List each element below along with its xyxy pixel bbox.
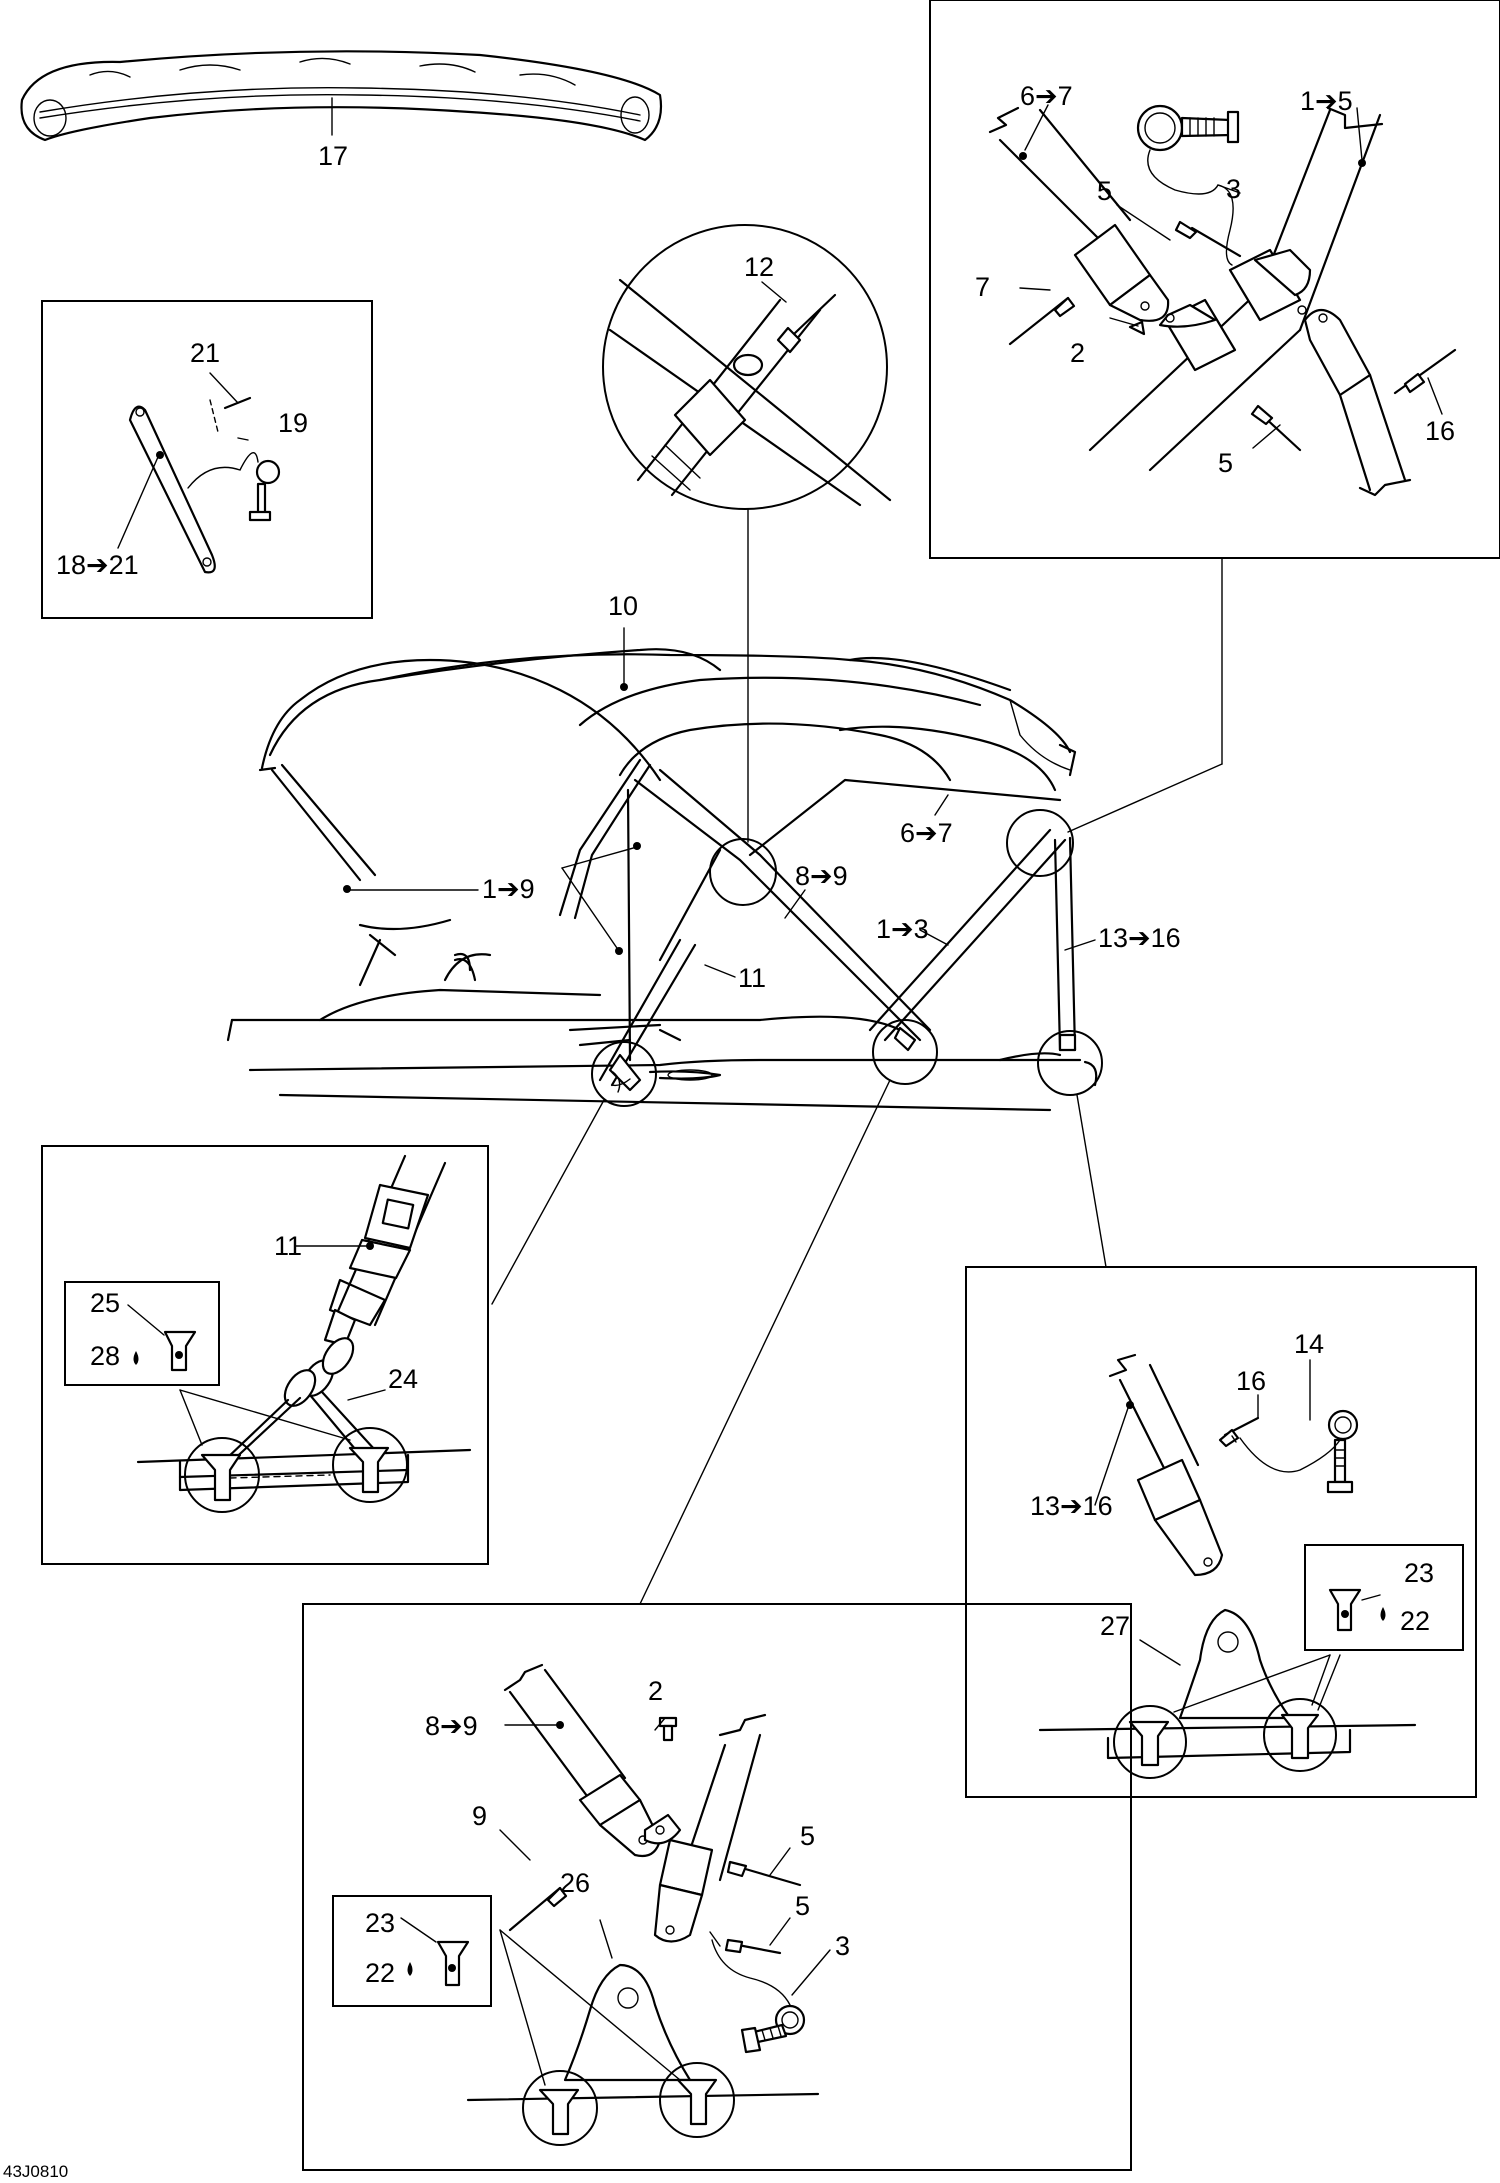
- callout-13-16-main: 13➔16: [1098, 923, 1181, 953]
- inset-box-25-28: [64, 1281, 220, 1386]
- callout-11-main: 11: [738, 963, 766, 993]
- magnifier-circle-base-left: [591, 1041, 657, 1107]
- inset-box-23-22: [1304, 1544, 1464, 1651]
- inset-box-23-22-b: [332, 1895, 492, 2007]
- callout-5-a: 5: [1097, 176, 1112, 206]
- detail-box-18-21: [41, 300, 373, 619]
- drawing-code: 43J0810: [3, 2162, 68, 2181]
- front-leg-detail: [466, 1663, 820, 2146]
- screw-23-part: [1328, 1588, 1386, 1632]
- callout-16-a: 16: [1425, 416, 1455, 446]
- callout-3-a: 3: [1226, 174, 1241, 204]
- callout-5-c: 5: [800, 1821, 815, 1851]
- callout-13-16-detail: 13➔16: [1030, 1491, 1113, 1521]
- magnifier-circle-base-middle: [872, 1019, 938, 1085]
- callout-3-b: 3: [835, 1931, 850, 1961]
- callout-10: 10: [608, 591, 638, 621]
- magnifier-circle-upper-left: [709, 838, 777, 906]
- bimini-top-assembly: [226, 648, 1098, 1112]
- detail-box-lower-right: [965, 1266, 1477, 1798]
- callout-6-7-main: 6➔7: [900, 818, 953, 848]
- callout-17: 17: [318, 141, 348, 171]
- callout-11-detail: 11: [274, 1231, 302, 1261]
- callout-6-7-detail: 6➔7: [1020, 81, 1073, 111]
- magnifier-circle-base-right: [1037, 1030, 1103, 1096]
- callout-22-a: 22: [1400, 1606, 1430, 1636]
- callout-14: 14: [1294, 1329, 1324, 1359]
- callout-23-b: 23: [365, 1908, 395, 1938]
- callout-23-a: 23: [1404, 1558, 1434, 1588]
- strap-anchor-detail: [136, 1154, 472, 1513]
- magnified-tube-joint: [608, 278, 892, 507]
- upper-joint-pins: [1008, 104, 1457, 452]
- callout-1-5: 1➔5: [1300, 86, 1353, 116]
- detail-box-lower-left: [41, 1145, 489, 1565]
- callout-7: 7: [975, 272, 990, 302]
- callout-1-9: 1➔9: [482, 874, 535, 904]
- callout-19: 19: [278, 408, 308, 438]
- magnifier-circle-upper-right: [1006, 809, 1074, 877]
- upper-joint-tubes: [988, 106, 1412, 497]
- callout-12: 12: [744, 252, 774, 282]
- callout-25: 25: [90, 1288, 120, 1318]
- callout-27: 27: [1100, 1611, 1130, 1641]
- support-strap-part: [128, 405, 216, 574]
- screw-25-part: [133, 1330, 197, 1372]
- callout-21: 21: [190, 338, 220, 368]
- callout-2-b: 2: [648, 1676, 663, 1706]
- callout-24: 24: [388, 1364, 418, 1394]
- callout-1-3: 1➔3: [876, 914, 929, 944]
- screw-23-b-part: [407, 1940, 470, 1987]
- detail-box-upper-joint: [929, 0, 1500, 559]
- detail-box-bottom-center: [302, 1603, 1132, 2171]
- callout-9: 9: [472, 1801, 487, 1831]
- callout-22-b: 22: [365, 1958, 395, 1988]
- callout-5-d: 5: [795, 1891, 810, 1921]
- callout-2-a: 2: [1070, 338, 1085, 368]
- callout-8-9-main: 8➔9: [795, 861, 848, 891]
- rear-leg-detail: [1038, 1353, 1417, 1779]
- storage-boot-part: [20, 50, 663, 142]
- callout-5-b: 5: [1218, 448, 1233, 478]
- quick-pin-part: [187, 396, 281, 522]
- magnifier-circle-12: [602, 224, 888, 510]
- callout-16-b: 16: [1236, 1366, 1266, 1396]
- callout-8-9-detail: 8➔9: [425, 1711, 478, 1741]
- callout-18-21: 18➔21: [56, 550, 139, 580]
- callout-26: 26: [560, 1868, 590, 1898]
- callout-28: 28: [90, 1341, 120, 1371]
